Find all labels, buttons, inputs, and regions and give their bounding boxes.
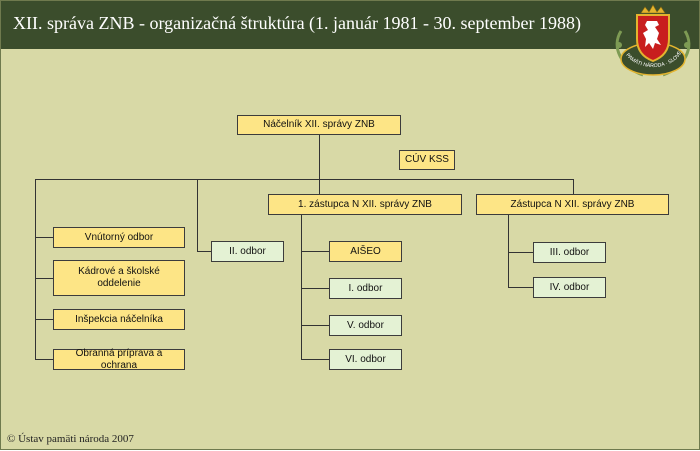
deputy1-unit-box: AIŠEO	[329, 241, 402, 262]
deputy1-unit-box: I. odbor	[329, 278, 402, 299]
deputy2-unit-label: III. odbor	[549, 246, 590, 258]
deputy1-unit-label: I. odbor	[348, 282, 383, 294]
cuv-kss-box: CÚV KSS	[399, 150, 455, 170]
deputy1-unit-box: VI. odbor	[329, 349, 402, 370]
left-unit-box: Vnútorný odbor	[53, 227, 185, 248]
department-box: II. odbor	[211, 241, 284, 262]
deputy1-unit-label: V. odbor	[347, 319, 384, 331]
deputy2-unit-box: III. odbor	[533, 242, 606, 263]
left-unit-label: Kádrové a školské oddelenie	[78, 266, 160, 289]
deputy1-unit-box: V. odbor	[329, 315, 402, 336]
deputy2-unit-box: IV. odbor	[533, 277, 606, 298]
header-bar: XII. správa ZNB - organizačná štruktúra …	[1, 1, 699, 49]
left-unit-box: Obranná príprava a ochrana	[53, 347, 185, 371]
upn-emblem-icon: ÚSTAV PAMÄTI NÁRODA · SLOVENSKO	[613, 3, 691, 77]
page-title: XII. správa ZNB - organizačná štruktúra …	[13, 13, 581, 33]
head-of-directorate-box: Náčelník XII. správy ZNB	[237, 115, 401, 135]
first-deputy-box: 1. zástupca N XII. správy ZNB	[268, 194, 462, 215]
deputy2-unit-label: IV. odbor	[549, 281, 590, 293]
cuv-kss-label: CÚV KSS	[405, 154, 449, 165]
deputy1-unit-label: AIŠEO	[350, 245, 381, 257]
left-unit-box: Kádrové a školské oddelenie	[53, 260, 185, 296]
deputy-box: Zástupca N XII. správy ZNB	[476, 194, 669, 215]
left-unit-label: Vnútorný odbor	[84, 231, 154, 243]
department-label: II. odbor	[229, 245, 266, 257]
left-unit-label: Inšpekcia náčelníka	[75, 313, 163, 325]
copyright-text: © Ústav pamäti národa 2007	[7, 433, 134, 445]
head-of-directorate-label: Náčelník XII. správy ZNB	[263, 119, 375, 130]
left-unit-label: Obranná príprava a ochrana	[75, 347, 163, 371]
deputy1-unit-label: VI. odbor	[345, 353, 386, 365]
deputy-label: Zástupca N XII. správy ZNB	[510, 198, 635, 210]
left-unit-box: Inšpekcia náčelníka	[53, 309, 185, 330]
first-deputy-label: 1. zástupca N XII. správy ZNB	[298, 198, 432, 210]
